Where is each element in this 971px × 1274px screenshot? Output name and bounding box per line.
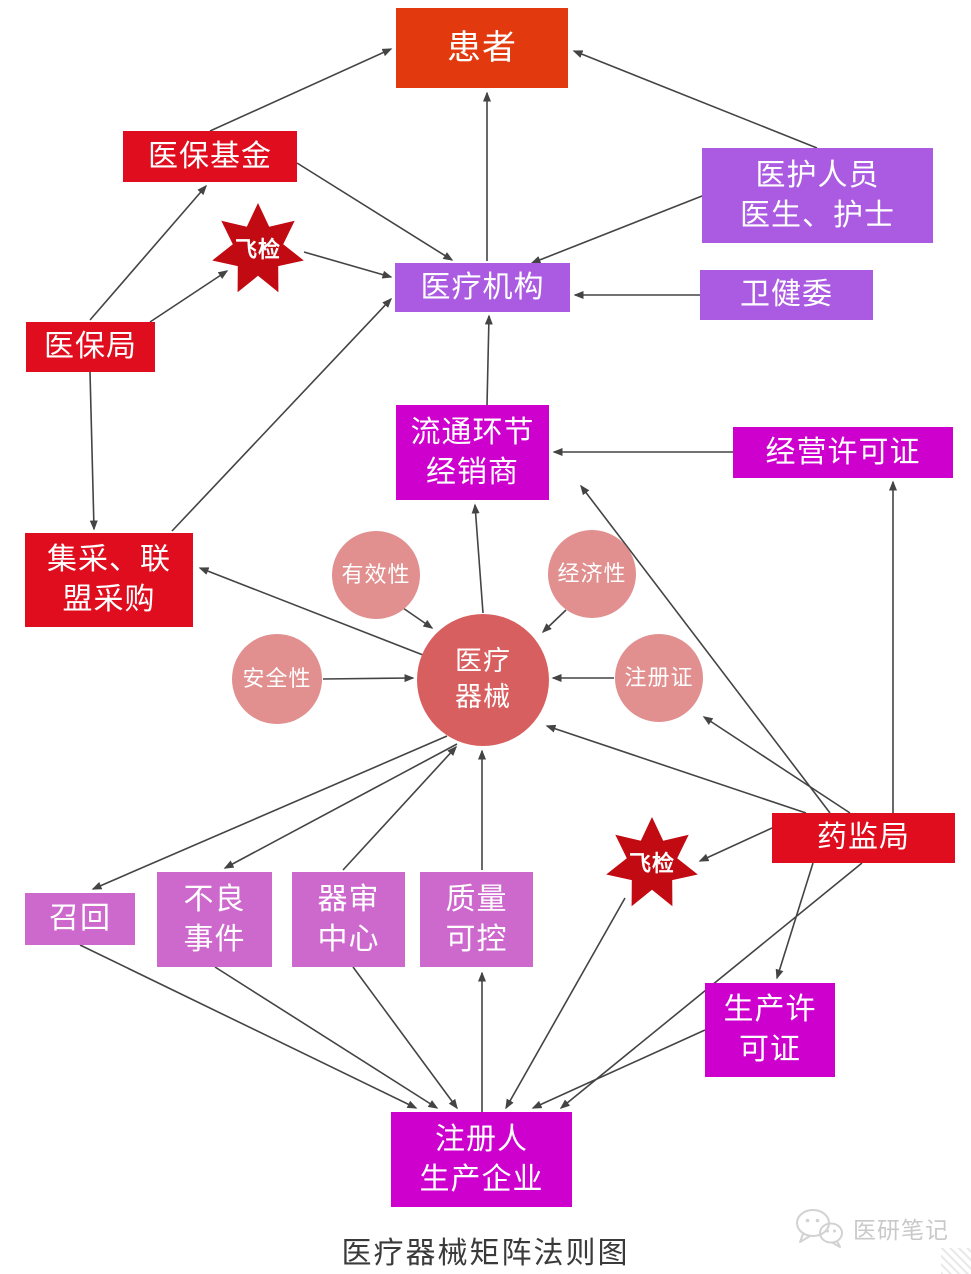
edge-medical-device-to-distributor: [471, 503, 484, 614]
edge-adverse-events-to-manufacturer: [214, 966, 439, 1109]
edge-drug-admin-to-registration-cert: [702, 716, 851, 814]
diagram-title: 医疗器械矩阵法则图: [341, 1237, 630, 1270]
node-production-license: 生产许 可证: [705, 983, 835, 1077]
edge-effectiveness-to-medical-device: [402, 607, 434, 629]
node-centralized-procurement: 集采、联 盟采购: [25, 533, 193, 627]
edge-flight-inspection-1-to-medical-institution: [303, 251, 393, 279]
node-insurance-fund: 医保基金: [123, 131, 297, 182]
watermark: 医研笔记: [793, 1202, 963, 1254]
edge-insurance-fund-to-medical-institution: [296, 162, 454, 261]
star-label: 飞检: [234, 237, 281, 263]
seven-point-star-icon: [606, 817, 698, 907]
edge-centralized-procurement-to-medical-institution: [171, 297, 393, 532]
node-health-commission: 卫健委: [700, 270, 873, 320]
node-medical-institution: 医疗机构: [395, 263, 570, 312]
seven-point-star-icon: [212, 203, 304, 293]
node-economy: 经济性: [548, 530, 636, 618]
edge-medical-device-to-recall: [91, 735, 448, 890]
node-medical-device: 医疗 器械: [417, 614, 549, 746]
watermark-text: 医研笔记: [853, 1217, 949, 1243]
edge-safety-to-medical-device: [322, 674, 415, 683]
node-drug-admin: 药监局: [772, 813, 955, 863]
node-safety: 安全性: [232, 634, 322, 724]
edge-distributor-to-medical-institution: [484, 314, 493, 406]
node-insurance-bureau: 医保局: [26, 322, 155, 372]
edge-production-license-to-manufacturer: [531, 1029, 706, 1109]
edge-economy-to-medical-device: [541, 609, 567, 634]
edge-medical-device-to-adverse-events: [223, 743, 458, 869]
node-medical-staff: 医护人员 医生、护士: [702, 148, 933, 243]
node-adverse-events: 不良 事件: [157, 872, 272, 967]
node-flight-inspection-2: 飞检: [605, 817, 699, 911]
edge-drug-admin-to-medical-device: [545, 724, 807, 814]
star-label: 飞检: [628, 851, 675, 877]
edge-medical-staff-to-patient: [572, 50, 818, 149]
edge-drug-admin-to-production-license: [775, 862, 814, 980]
node-manufacturer: 注册人 生产企业: [391, 1112, 572, 1207]
edge-recall-to-manufacturer: [79, 944, 418, 1109]
edge-insurance-bureau-to-flight-inspection-1: [149, 270, 229, 323]
edge-device-review-center-to-manufacturer: [352, 966, 458, 1110]
edge-device-review-center-to-medical-device: [342, 745, 458, 871]
wechat-icon: [796, 1209, 843, 1248]
edge-medical-device-to-centralized-procurement: [198, 567, 424, 656]
node-patient: 患者: [396, 8, 568, 88]
node-device-review-center: 器审 中心: [292, 872, 405, 967]
edge-insurance-bureau-to-centralized-procurement: [89, 371, 98, 531]
node-quality-control: 质量 可控: [420, 872, 533, 967]
edge-medical-staff-to-medical-institution: [530, 195, 703, 264]
node-registration-cert: 注册证: [615, 634, 703, 722]
edge-insurance-bureau-to-insurance-fund: [89, 184, 207, 321]
node-flight-inspection-1: 飞检: [211, 203, 305, 297]
node-business-license: 经营许可证: [733, 427, 953, 478]
corner-decoration: [941, 1248, 971, 1274]
edge-drug-admin-to-flight-inspection-2: [698, 827, 773, 862]
edge-flight-inspection-2-to-manufacturer: [505, 897, 626, 1110]
node-recall: 召回: [25, 893, 135, 945]
edge-drug-admin-to-distributor: [580, 484, 831, 814]
node-distributor: 流通环节 经销商: [396, 405, 549, 500]
node-effectiveness: 有效性: [332, 531, 420, 619]
edge-insurance-fund-to-patient: [209, 48, 393, 132]
